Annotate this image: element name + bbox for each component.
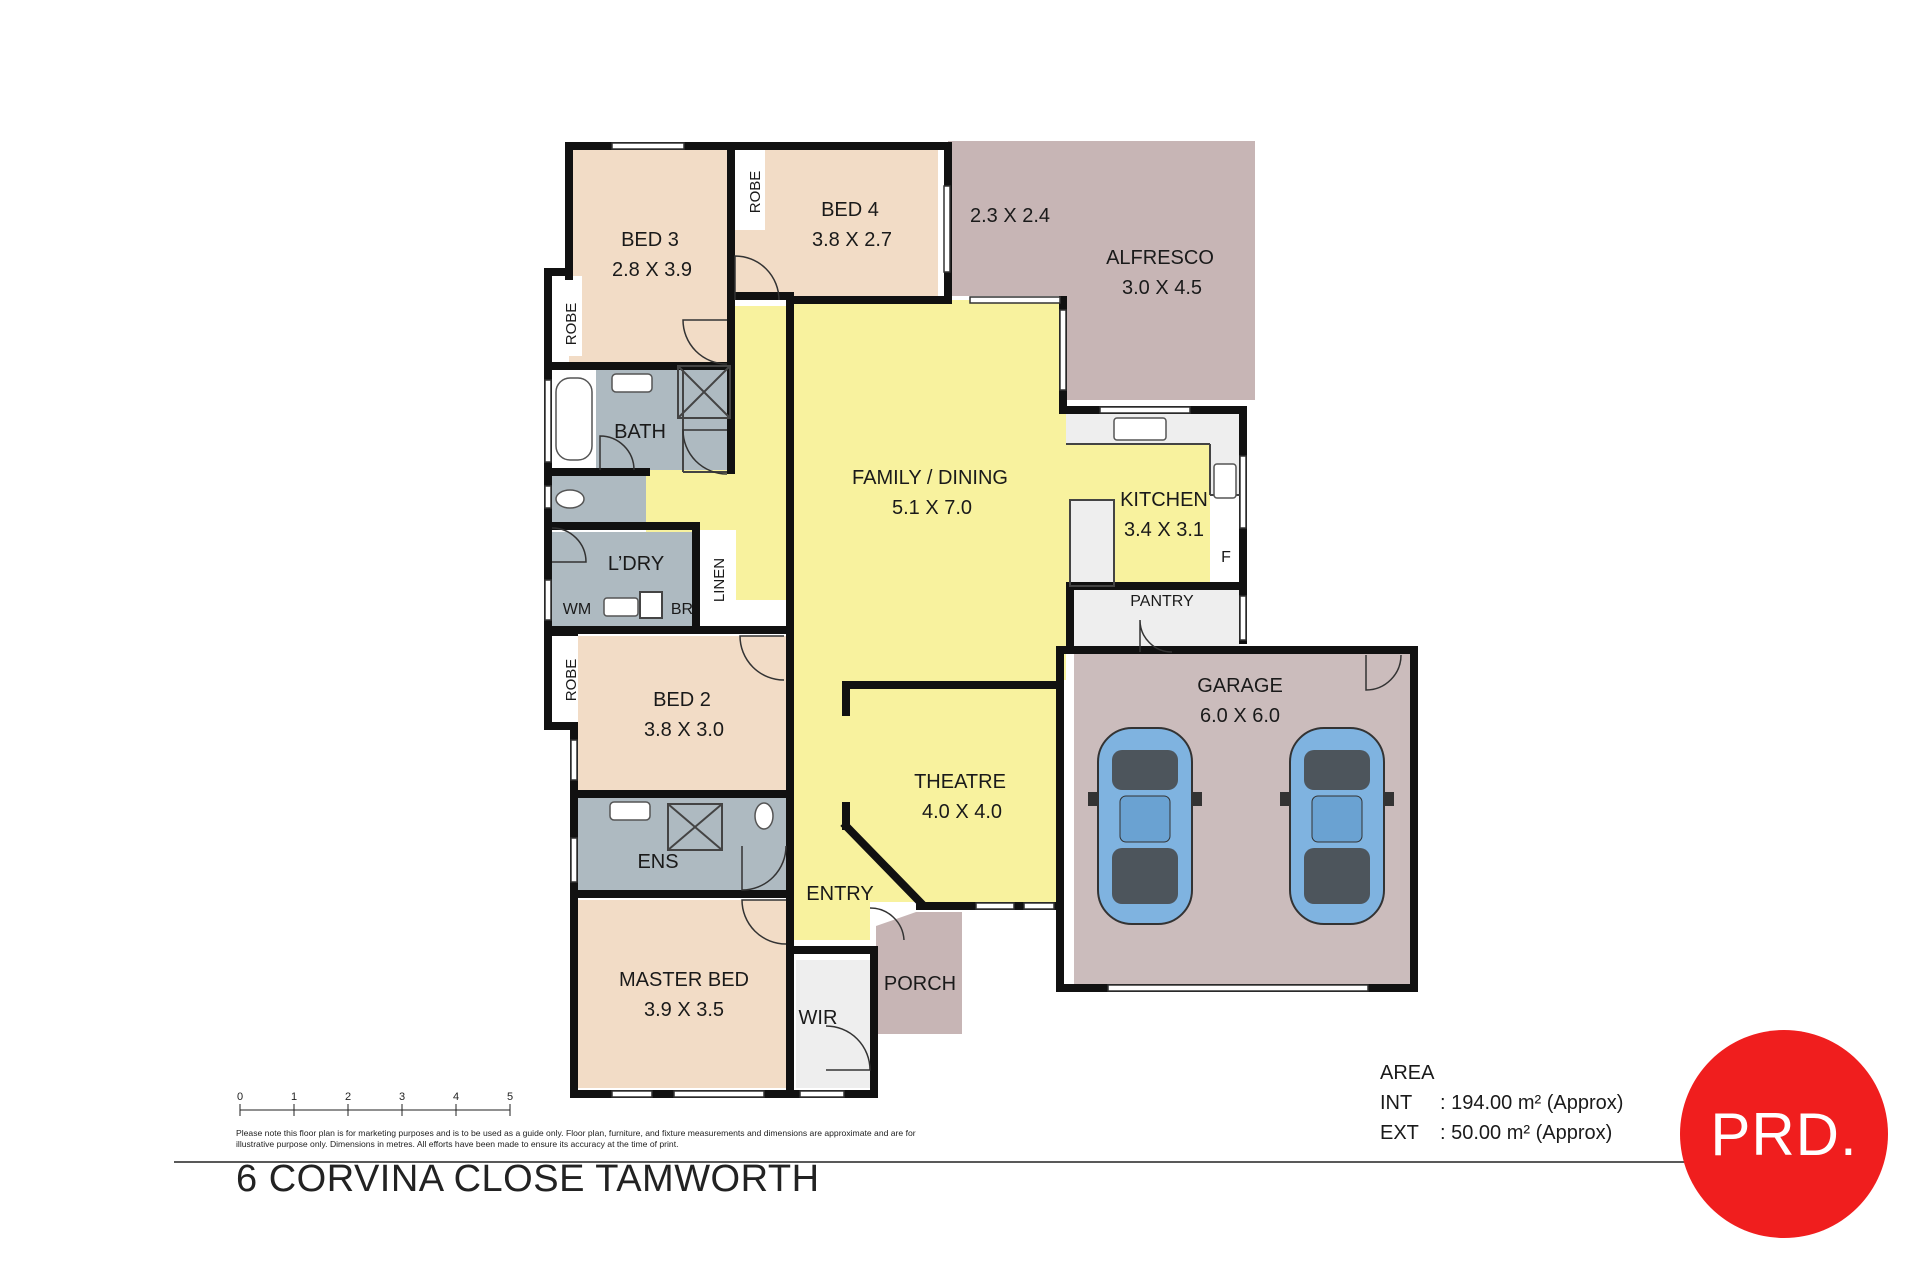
bathtub-shape <box>555 377 593 461</box>
bed4-area <box>735 150 938 296</box>
door-swings <box>551 255 1402 1071</box>
garage-size: 6.0 X 6.0 <box>1200 705 1280 727</box>
theatre-size: 4.0 X 4.0 <box>922 801 1002 823</box>
wir-label: WIR <box>799 1007 838 1029</box>
bed2-area <box>578 636 788 792</box>
alfresco-small-size: 2.3 X 2.4 <box>970 205 1050 227</box>
bed3-size: 2.8 X 3.9 <box>612 259 692 281</box>
bed3-robe-label: ROBE <box>563 303 580 346</box>
area-int-value: : 194.00 m² (Approx) <box>1440 1092 1624 1114</box>
bed3-area <box>569 150 727 362</box>
wir-area <box>796 960 870 1088</box>
bed3-label: BED 3 <box>621 229 679 251</box>
fixtures <box>555 373 1237 830</box>
car-2-icon <box>1280 727 1394 925</box>
prd-logo-text: PRD. <box>1710 1100 1858 1168</box>
porch-area <box>876 912 962 1034</box>
linen-label: LINEN <box>711 558 728 602</box>
ens-toilet <box>754 802 774 830</box>
scale-tick-4: 4 <box>453 1091 459 1103</box>
bed2-robe-label: ROBE <box>563 659 580 702</box>
property-address: 6 CORVINA CLOSE TAMWORTH <box>236 1158 820 1200</box>
area-summary: AREA INT : 194.00 m² (Approx) EXT : 50.00 … <box>1380 1058 1623 1148</box>
area-int-key: INT <box>1380 1092 1413 1114</box>
scale-tick-2: 2 <box>345 1091 351 1103</box>
kitchen-counter <box>1066 414 1240 495</box>
pantry-area <box>1074 590 1240 646</box>
master-label: MASTER BED <box>619 969 749 991</box>
scale-bar <box>239 1104 511 1116</box>
bed4-size: 3.8 X 2.7 <box>812 229 892 251</box>
bath-label: BATH <box>614 421 666 443</box>
windows <box>544 142 1369 1098</box>
linen-area <box>700 530 736 624</box>
kitchen-island <box>1070 500 1114 586</box>
family-label: FAMILY / DINING <box>852 467 1008 489</box>
area-ext-row: EXT : 50.00 m² (Approx) <box>1380 1118 1623 1148</box>
bath-basin <box>611 373 653 393</box>
master-size: 3.9 X 3.5 <box>644 999 724 1021</box>
bed2-robe-area <box>552 636 582 720</box>
theatre-label: THEATRE <box>914 771 1006 793</box>
hallway-upper <box>735 306 793 476</box>
disclaimer-text: Please note this floor plan is for marke… <box>236 1128 916 1149</box>
br-label: BR <box>671 601 693 618</box>
toilet-wc <box>555 489 585 509</box>
ens-label: ENS <box>637 851 678 873</box>
alfresco-area <box>948 141 1255 400</box>
porch-label: PORCH <box>884 973 956 995</box>
kitchen-sink <box>1113 417 1167 441</box>
laundry-label: L’DRY <box>608 553 664 575</box>
scale-tick-1: 1 <box>291 1091 297 1103</box>
garage-label: GARAGE <box>1197 675 1283 697</box>
bed2-label: BED 2 <box>653 689 711 711</box>
prd-logo: PRD. <box>1680 1030 1888 1238</box>
ens-basin <box>609 801 651 821</box>
scale-tick-3: 3 <box>399 1091 405 1103</box>
kitchen-size: 3.4 X 3.1 <box>1124 519 1204 541</box>
family-size: 5.1 X 7.0 <box>892 497 972 519</box>
area-int-row: INT : 194.00 m² (Approx) <box>1380 1088 1623 1118</box>
wm-label: WM <box>563 601 591 618</box>
cooktop <box>1213 463 1237 499</box>
area-ext-value: : 50.00 m² (Approx) <box>1440 1122 1613 1144</box>
alfresco-size: 3.0 X 4.5 <box>1122 277 1202 299</box>
bed4-robe-label: ROBE <box>747 171 764 214</box>
area-heading: AREA <box>1380 1062 1435 1084</box>
scale-tick-0: 0 <box>237 1091 243 1103</box>
entry-label: ENTRY <box>806 883 873 905</box>
car-1-icon <box>1088 727 1202 925</box>
thin-walls <box>639 365 1240 851</box>
bed2-size: 3.8 X 3.0 <box>644 719 724 741</box>
pantry-label: PANTRY <box>1130 593 1194 610</box>
laundry-tub <box>603 597 639 617</box>
fridge-label: F <box>1221 549 1231 566</box>
master-area <box>574 900 790 1088</box>
bed3-robe-area <box>552 276 582 356</box>
kitchen-label: KITCHEN <box>1120 489 1208 511</box>
bed4-label: BED 4 <box>821 199 879 221</box>
alfresco-label: ALFRESCO <box>1106 247 1214 269</box>
scale-tick-5: 5 <box>507 1091 513 1103</box>
area-ext-key: EXT <box>1380 1122 1419 1144</box>
bed4-robe-area <box>735 150 765 230</box>
